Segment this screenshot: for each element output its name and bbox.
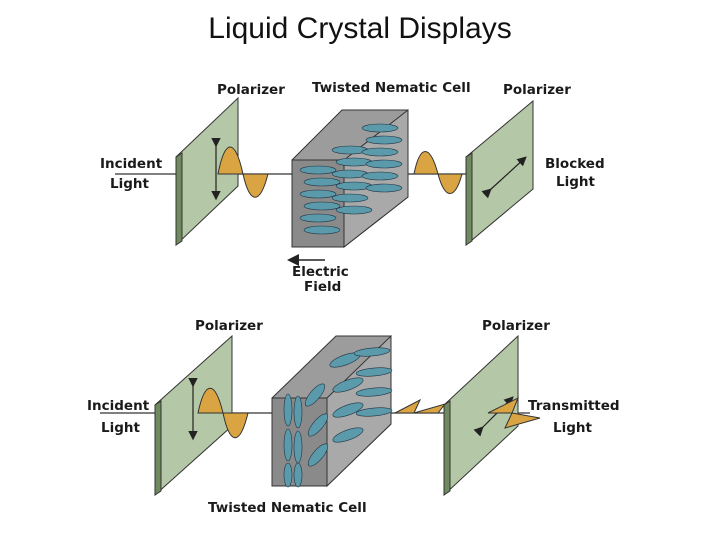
top-left-polarizer: [175, 96, 239, 247]
electric-label: Electric: [292, 264, 349, 280]
bottom-transmitted-wave: [487, 396, 541, 429]
top-polarizer-left-label: Polarizer: [217, 82, 285, 98]
top-diagram: Polarizer Twisted Nematic Cell Polarizer…: [100, 80, 605, 295]
bottom-incident-light-label: Light: [101, 420, 141, 436]
top-cell-label: Twisted Nematic Cell: [312, 80, 471, 96]
blocked-label: Blocked: [545, 156, 605, 172]
top-incident-wave: [217, 146, 269, 198]
bottom-nematic-cell: [271, 334, 393, 488]
top-incident-light-label: Light: [110, 176, 150, 192]
bottom-cell-label: Twisted Nematic Cell: [208, 500, 367, 516]
bottom-polarizer-right-label: Polarizer: [482, 318, 550, 334]
field-label: Field: [304, 279, 341, 295]
transmitted-light-label: Light: [553, 420, 593, 436]
top-nematic-cell: [291, 108, 409, 249]
slide-title: Liquid Crystal Displays: [208, 12, 512, 45]
bottom-crystal-molecules: [283, 347, 393, 488]
top-exit-wave: [413, 151, 463, 194]
bottom-right-polarizer: [443, 334, 519, 497]
bottom-polarizer-left-label: Polarizer: [195, 318, 263, 334]
top-polarizer-right-label: Polarizer: [503, 82, 571, 98]
bottom-left-polarizer: [154, 334, 233, 497]
bottom-incident-label: Incident: [87, 398, 150, 414]
bottom-rotated-wave: [394, 398, 447, 414]
top-crystal-molecules: [299, 123, 403, 235]
bottom-incident-wave: [197, 388, 249, 438]
blocked-light-label: Light: [556, 174, 596, 190]
top-right-polarizer: [465, 99, 534, 247]
transmitted-label: Transmitted: [528, 398, 620, 414]
top-incident-label: Incident: [100, 156, 163, 172]
bottom-diagram: Polarizer Polarizer Incident Light Trans…: [87, 318, 620, 516]
